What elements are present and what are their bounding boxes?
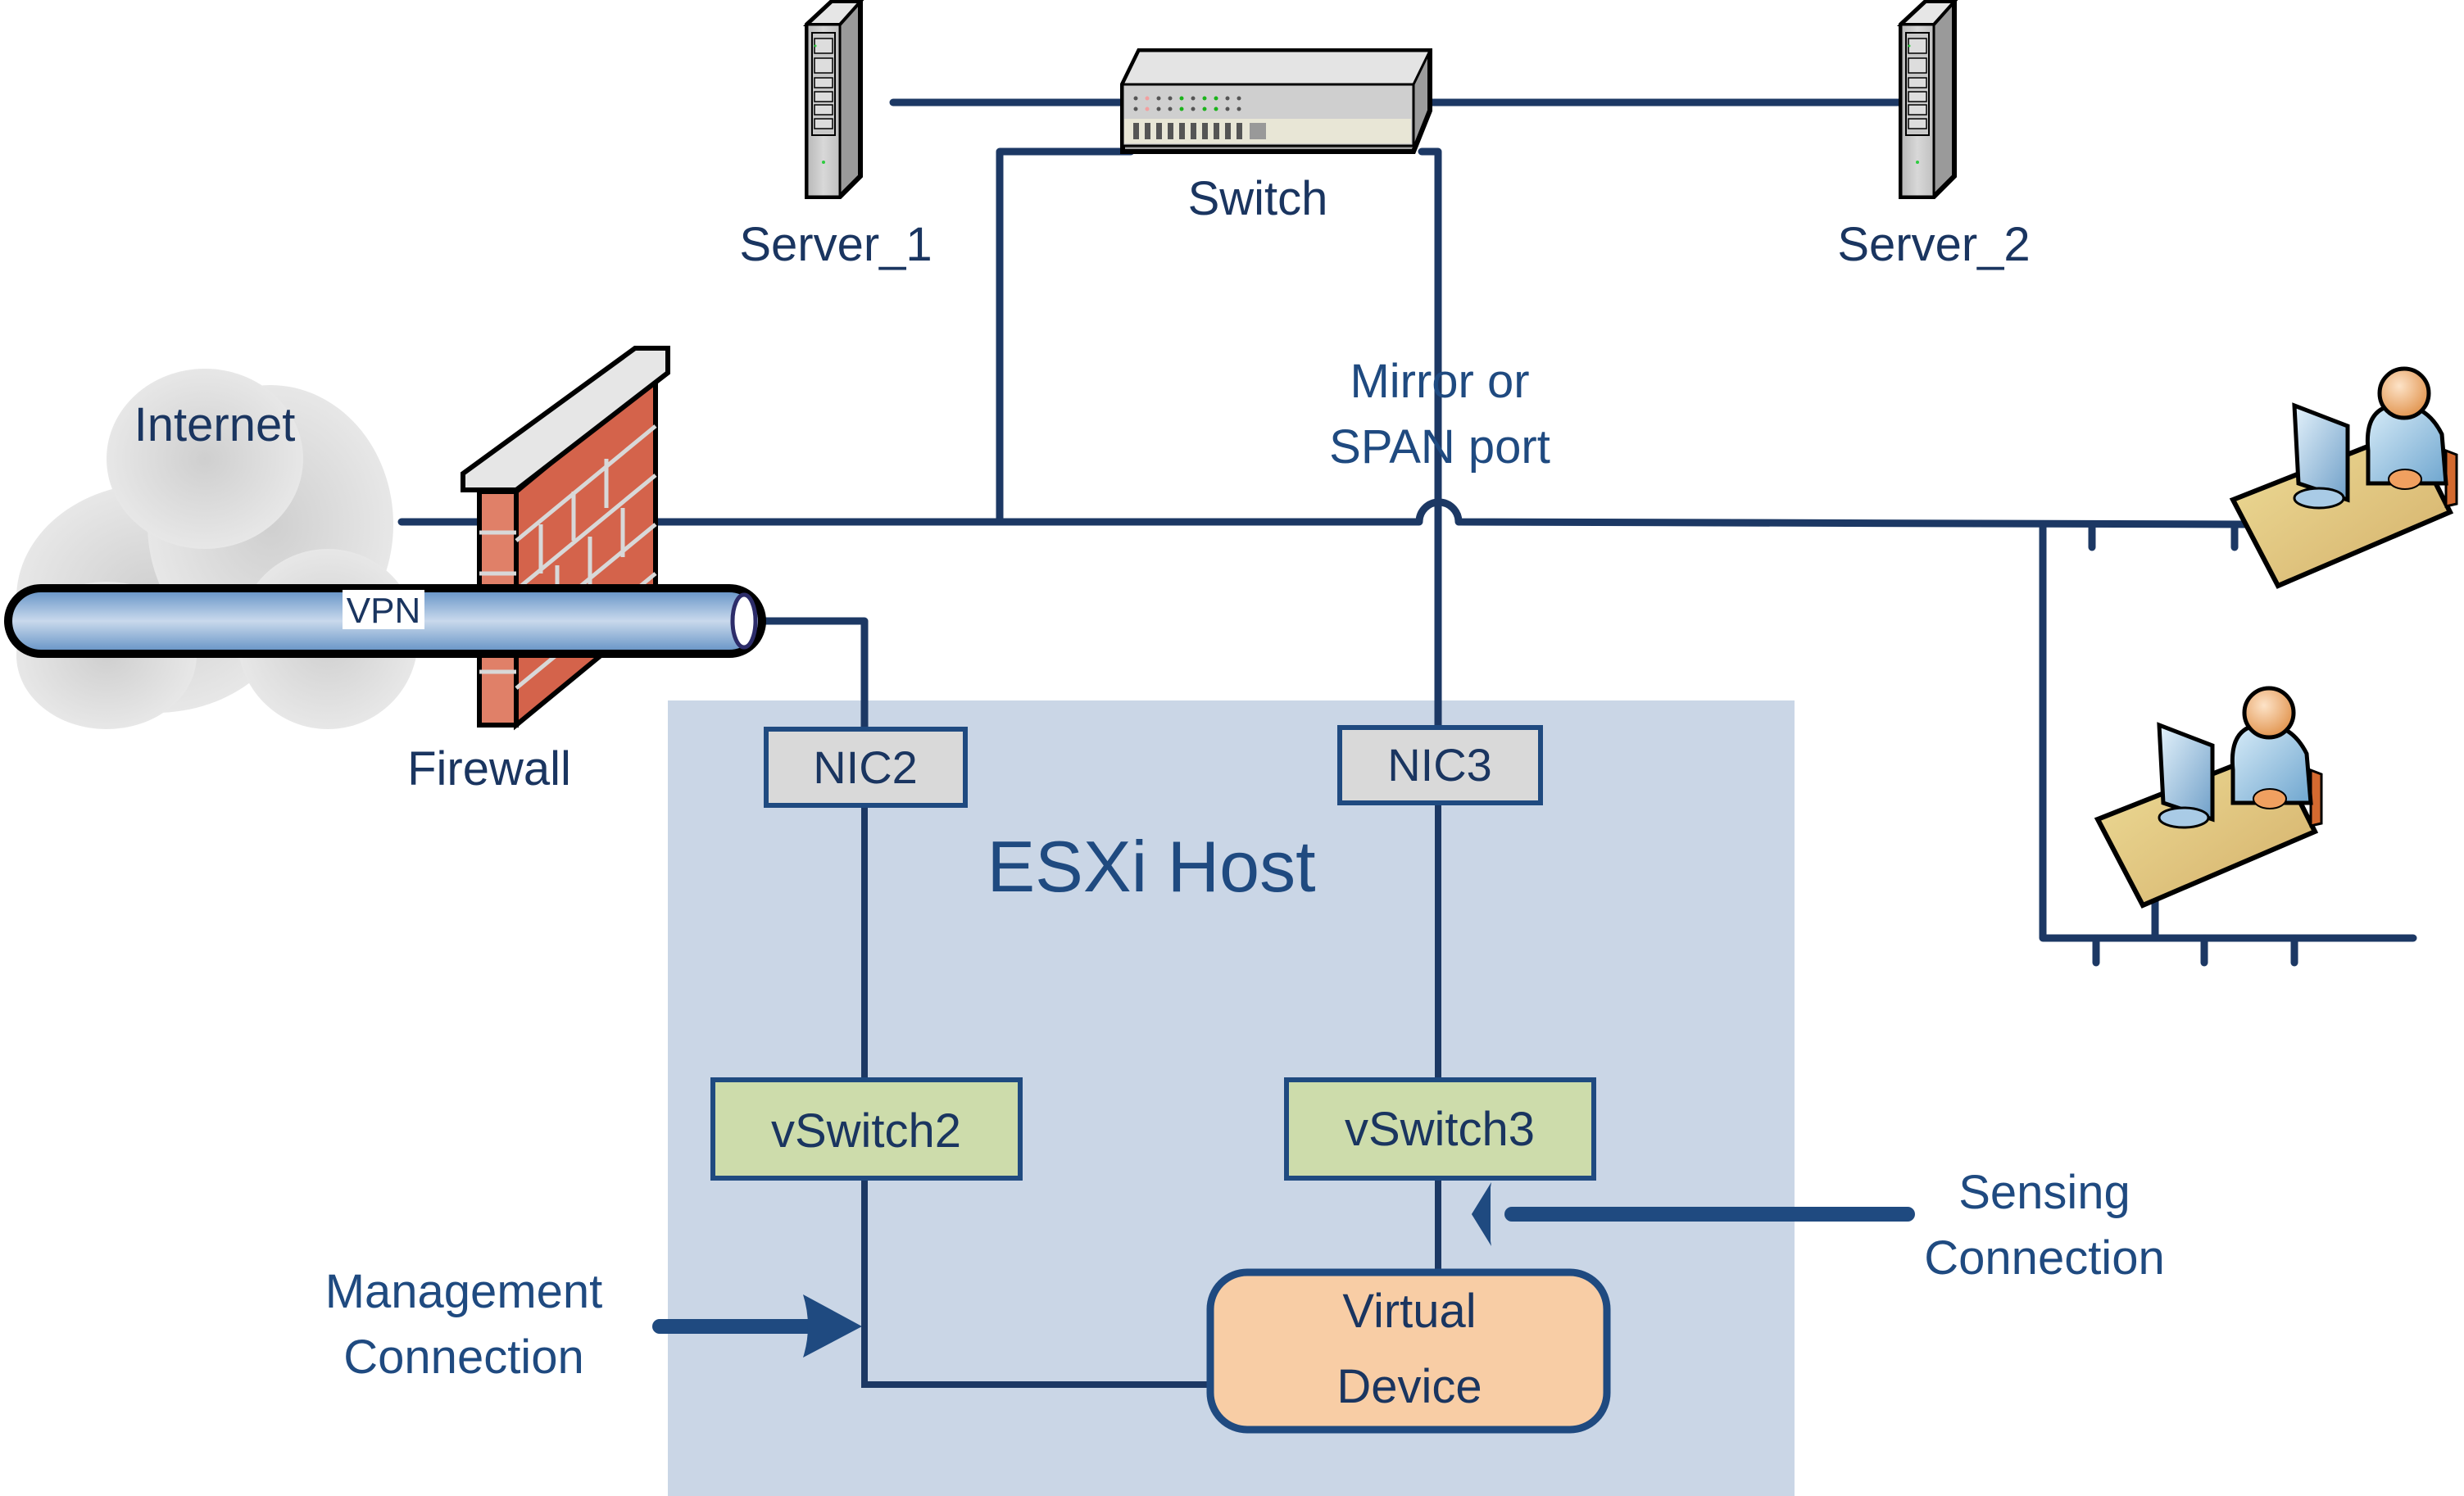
nic3-box: NIC3 (1337, 725, 1543, 805)
management-label-line1: Management (325, 1265, 603, 1318)
vswitch2-box: vSwitch2 (710, 1077, 1023, 1181)
wire-switch-span-drop (1418, 147, 1442, 732)
wire-vpn-to-nic2 (758, 617, 869, 733)
server-tower-icon (1896, 0, 1958, 199)
network-switch-icon (1120, 48, 1432, 154)
esxi-host-label: ESXi Host (987, 826, 1315, 907)
switch-label: Switch (1188, 172, 1328, 225)
server-tower-icon (802, 0, 864, 199)
brick-wall-icon (461, 346, 670, 731)
nic2-label: NIC2 (813, 741, 918, 793)
wire-main-lan (397, 498, 2249, 528)
server-1-label: Server_1 (739, 218, 932, 271)
wire-lan-branch (2039, 520, 2417, 942)
virtual-device-label-line2: Device (1336, 1360, 1482, 1413)
vswitch3-label: vSwitch3 (1345, 1103, 1535, 1156)
vpn-label: VPN (347, 591, 420, 631)
mirror-port-label-line1: Mirror or (1350, 355, 1529, 408)
user-at-computer-icon (2229, 366, 2458, 589)
sensing-arrow-icon (1472, 1182, 1915, 1246)
nic3-label: NIC3 (1387, 739, 1492, 791)
network-wires (397, 98, 2417, 1388)
management-label-line2: Connection (343, 1331, 583, 1384)
user-at-computer-icon (2094, 686, 2323, 909)
sensing-label-line2: Connection (1924, 1231, 2164, 1285)
management-arrow-icon (652, 1294, 862, 1358)
nic2-box: NIC2 (764, 727, 968, 808)
vswitch2-label: vSwitch2 (771, 1104, 961, 1158)
mirror-port-label-line2: SPAN port (1329, 420, 1550, 474)
wire-vswitch2-virtual-device (861, 1175, 1214, 1388)
sensing-label-line1: Sensing (1958, 1166, 2130, 1219)
virtual-device-label-line1: Virtual (1342, 1285, 1476, 1338)
internet-label: Internet (134, 398, 296, 451)
firewall-label: Firewall (407, 742, 571, 796)
virtual-device-box: Virtual Device (1206, 1268, 1611, 1434)
server-2-label: Server_2 (1837, 218, 2030, 271)
wire-switch-left-drop (996, 147, 1135, 526)
vpn-label-bg (343, 590, 424, 629)
vswitch3-box: vSwitch3 (1284, 1077, 1596, 1181)
